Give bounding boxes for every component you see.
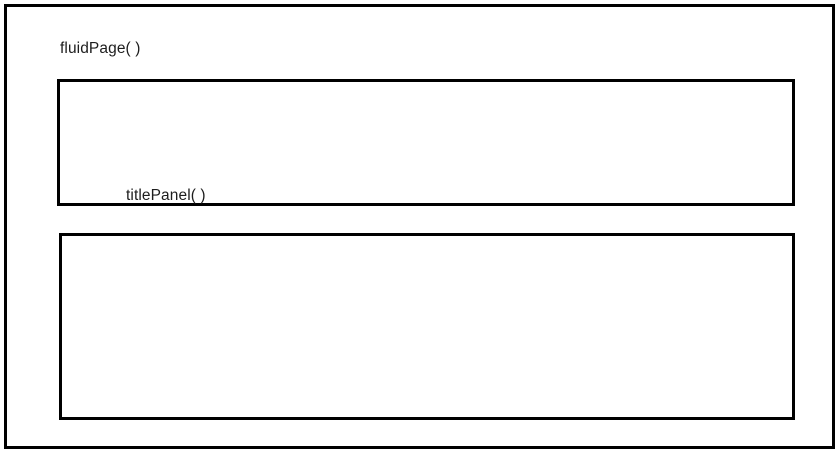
box-label-title-panel: titlePanel( ) xyxy=(126,187,206,204)
box-label-fluid-page: fluidPage( ) xyxy=(60,40,141,57)
box-title-panel: titlePanel( ) xyxy=(57,79,795,206)
box-sidebar-layout: sidebarLayout( ) sidebarPanel( ) mainPan… xyxy=(59,233,795,420)
box-fluid-page: fluidPage( ) titlePanel( ) sidebarLayout… xyxy=(4,4,835,449)
